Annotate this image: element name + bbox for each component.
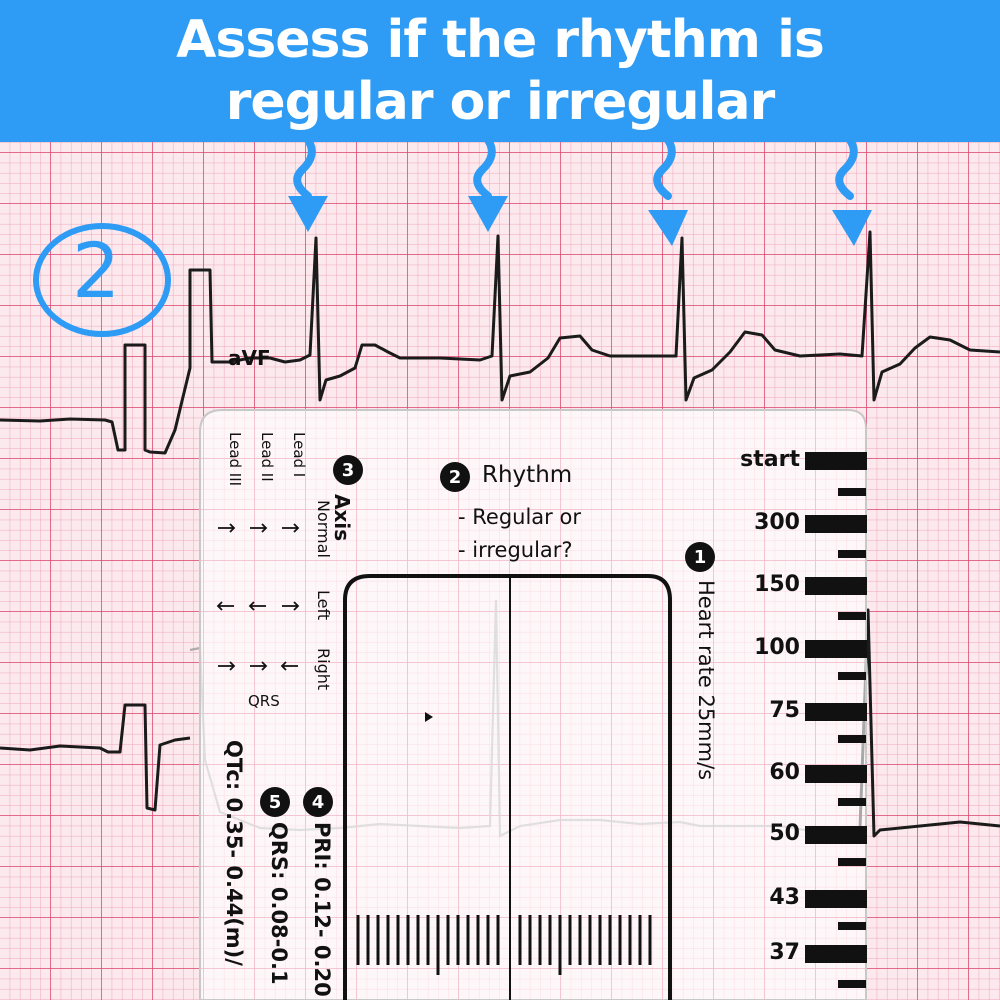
- step-number-rhythm: 2: [440, 462, 470, 492]
- hr-label-100: 100: [754, 635, 800, 660]
- arrow-indicators: [288, 136, 872, 246]
- circled-number: 2: [72, 226, 121, 315]
- hr-label-50: 50: [769, 821, 800, 846]
- heart-rate-scale: [805, 452, 867, 988]
- qtc-text: QTc: 0.35- 0.44(m)/: [222, 740, 246, 966]
- down-arrow-icon: [288, 196, 328, 232]
- axis-arrows: [216, 523, 300, 671]
- step-number-heart-rate: 1: [685, 542, 715, 572]
- axis-lead-1: Lead I: [290, 432, 308, 478]
- rhythm-line-2: - irregular?: [458, 538, 573, 562]
- step-number-axis: 3: [333, 455, 363, 485]
- triangle-marker-icon: [425, 712, 433, 722]
- axis-qrs-label: QRS: [248, 692, 280, 710]
- ecg-trace-upper: [0, 230, 1000, 455]
- hr-label-37: 37: [769, 940, 800, 965]
- circled-number-annotation: [33, 223, 171, 337]
- axis-row-normal: Normal: [314, 500, 333, 558]
- banner-line-1: Assess if the rhythm is: [176, 10, 825, 70]
- hr-label-300: 300: [754, 510, 800, 535]
- hr-label-start: start: [740, 447, 800, 472]
- qrs-text: QRS: 0.08-0.1: [267, 822, 291, 985]
- ecg-ruler-card: [199, 409, 867, 1000]
- axis-row-left: Left: [314, 590, 333, 621]
- lead-label: aVF: [228, 346, 271, 370]
- step-number-qrs: 5: [260, 787, 290, 817]
- axis-lead-2: Lead II: [258, 432, 276, 482]
- banner-line-2: regular or irregular: [225, 72, 775, 132]
- rhythm-title: Rhythm: [482, 462, 573, 488]
- heart-rate-title: Heart rate 25mm/s: [694, 580, 718, 781]
- hr-label-60: 60: [769, 760, 800, 785]
- down-arrow-icon: [468, 196, 508, 232]
- ruler-window-frame: [343, 574, 672, 1000]
- down-arrow-icon: [648, 210, 688, 246]
- ruler-ticks: [356, 915, 652, 975]
- axis-title: Axis: [330, 494, 354, 542]
- down-arrow-icon: [832, 210, 872, 246]
- title-banner: Assess if the rhythm is regular or irreg…: [0, 0, 1000, 142]
- step-number-pri: 4: [303, 787, 333, 817]
- axis-row-right: Right: [314, 648, 333, 691]
- hr-label-150: 150: [754, 572, 800, 597]
- hr-label-43: 43: [769, 885, 800, 910]
- pri-text: PRI: 0.12- 0.20: [310, 822, 334, 997]
- axis-lead-3: Lead III: [226, 432, 244, 487]
- rhythm-line-1: - Regular or: [458, 505, 581, 529]
- hr-label-75: 75: [769, 698, 800, 723]
